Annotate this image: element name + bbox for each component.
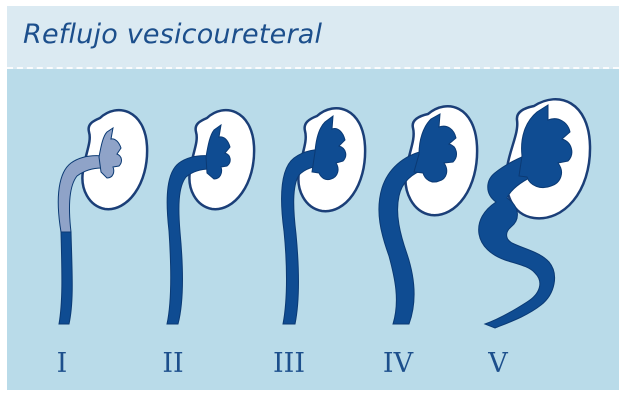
grade-1-ureter-lower <box>59 232 72 324</box>
grade-label-5: V <box>468 349 528 379</box>
grade-1-figure <box>58 110 147 324</box>
grade-label-3: III <box>259 349 319 379</box>
grade-label-1: I <box>32 349 92 379</box>
grade-3-figure <box>281 108 365 324</box>
diagram-frame: Reflujo vesicoureteral <box>7 6 619 390</box>
grade-label-2: II <box>143 349 203 379</box>
grade-2-figure <box>167 110 254 324</box>
grade-label-4: IV <box>368 349 428 379</box>
grade-5-figure <box>479 99 590 328</box>
grade-4-figure <box>379 106 477 324</box>
reflux-grades-illustration <box>7 6 619 390</box>
